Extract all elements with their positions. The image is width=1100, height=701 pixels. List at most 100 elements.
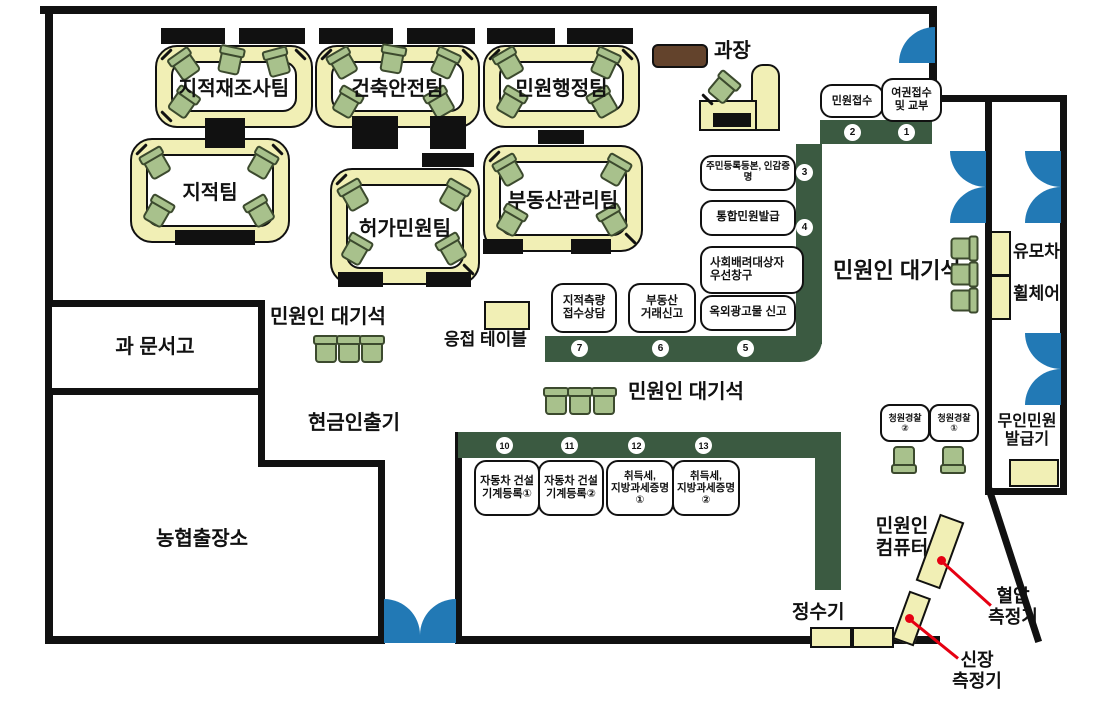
window-label-car-reg-1: 자동차 건설 기계등록① — [474, 460, 540, 516]
chair-icon — [567, 387, 593, 415]
window-label-ad-report: 옥외광고물 신고 — [700, 295, 796, 331]
door-icon — [1025, 369, 1061, 405]
stroller-spot — [990, 231, 1011, 276]
door-icon — [950, 151, 986, 187]
window-number-4: 4 — [796, 219, 813, 236]
partition — [338, 272, 383, 287]
atm-label: 현금인출기 — [308, 412, 400, 434]
kiosk-label: 무인민원 발급기 — [997, 413, 1057, 449]
counter-lower-row — [458, 432, 841, 458]
window-number-2: 2 — [844, 124, 861, 141]
partition — [538, 130, 584, 144]
entrance-door-icon — [384, 599, 420, 643]
wall-corridor-left — [985, 95, 992, 493]
reception-table — [484, 301, 530, 330]
window-number-3: 3 — [796, 164, 813, 181]
team-cluster-minwonhaengjeong: 민원행정팀 — [483, 28, 640, 128]
door-icon — [1025, 187, 1061, 223]
door-icon — [950, 187, 986, 223]
window-label-passport: 여권접수 및 교부 — [881, 78, 942, 122]
partition — [487, 28, 555, 44]
height-meter-label: 신장 측정기 — [952, 650, 1002, 691]
team-label: 지적재조사팀 — [178, 78, 290, 100]
team-label: 민원행정팀 — [515, 78, 608, 100]
team-label: 건축안전팀 — [351, 78, 444, 100]
window-number-13: 13 — [695, 437, 712, 454]
manager-cabinet — [652, 44, 708, 68]
chair-icon — [950, 289, 974, 312]
window-number-7: 7 — [571, 340, 588, 357]
counter-lower-column — [815, 432, 841, 590]
police-label-1: 청원경찰 ① — [929, 404, 979, 442]
chair-icon — [313, 335, 339, 363]
window-label-tax-1: 취득세, 지방과세증명 ① — [606, 460, 674, 516]
partition — [567, 28, 633, 44]
partition — [175, 230, 255, 245]
room-doc-storage: 과 문서고 — [45, 300, 265, 395]
window-number-10: 10 — [496, 437, 513, 454]
chair-icon — [950, 263, 974, 286]
team-label: 지적팀 — [182, 182, 238, 204]
waiting-label-left: 민원인 대기석 — [270, 306, 386, 328]
reception-table-label: 응접 테이블 — [444, 330, 527, 349]
window-number-1: 1 — [898, 124, 915, 141]
team-cluster-heogaminwon: 허가민원팀 — [330, 153, 480, 287]
team-cluster-jijeok: 지적팀 — [130, 138, 290, 245]
manager-label: 과장 — [714, 40, 751, 62]
police-label-2: 청원경찰 ② — [880, 404, 930, 442]
window-label-priority: 사회배려대상자 우선창구 — [700, 246, 804, 294]
stroller-label: 유모차 — [1013, 242, 1060, 261]
chair-icon — [336, 335, 362, 363]
chair-icon — [950, 237, 974, 260]
team-cluster-budongsangwalli: 부동산관리팀 — [483, 130, 643, 254]
partition — [571, 239, 611, 254]
bank-branch-label: 농협출장소 — [156, 528, 248, 550]
partition — [430, 116, 466, 149]
wall-bank-right — [378, 460, 385, 644]
team-label: 부동산관리팀 — [507, 190, 619, 212]
wall-bottom-main — [455, 636, 940, 644]
door-icon — [1025, 333, 1061, 369]
window-number-12: 12 — [628, 437, 645, 454]
partition — [713, 113, 751, 127]
wall-top — [40, 6, 937, 14]
counter-middle-row — [545, 336, 822, 362]
waiting-label-center: 민원인 대기석 — [628, 381, 744, 403]
wall-entrance-right — [455, 432, 462, 644]
chair-icon — [591, 387, 617, 415]
entrance-door-icon — [420, 599, 456, 643]
partition — [483, 239, 523, 254]
wall-corridor-right — [1060, 95, 1067, 495]
team-cluster-jijeokjaejosa: 지적재조사팀 — [155, 28, 313, 128]
wall-corridor-top — [929, 95, 1067, 102]
wheelchair-spot — [990, 275, 1011, 320]
team-label: 허가민원팀 — [359, 218, 451, 240]
wall-bottom-left — [45, 636, 385, 644]
window-label-jijeok-survey: 지적측량 접수상담 — [551, 283, 617, 333]
kiosk-machine — [1009, 459, 1059, 487]
wall-atm-step — [258, 460, 385, 467]
window-label-car-reg-2: 자동차 건설 기계등록② — [538, 460, 604, 516]
partition — [422, 153, 474, 167]
window-label-tonghap: 통합민원발급 — [700, 200, 796, 236]
chair-icon — [543, 387, 569, 415]
window-label-tax-2: 취득세, 지방과세증명 ② — [672, 460, 740, 516]
door-icon — [1025, 151, 1061, 187]
partition — [407, 28, 475, 44]
water-purifier — [852, 627, 894, 648]
partition — [319, 28, 393, 44]
partition — [161, 28, 225, 44]
partition — [426, 272, 471, 287]
chair-icon — [942, 446, 964, 469]
water-purifier — [810, 627, 852, 648]
public-pc-label: 민원인 컴퓨터 — [875, 516, 929, 559]
waiting-label-right: 민원인 대기석 — [833, 258, 961, 283]
counter-top — [820, 120, 932, 144]
chair-icon — [359, 335, 385, 363]
window-number-6: 6 — [652, 340, 669, 357]
window-number-11: 11 — [561, 437, 578, 454]
team-cluster-geonchukanjeon: 건축안전팀 — [315, 28, 480, 128]
partition — [239, 28, 305, 44]
chair-icon — [893, 446, 915, 469]
window-label-budongsan-report: 부동산 거래신고 — [628, 283, 696, 333]
